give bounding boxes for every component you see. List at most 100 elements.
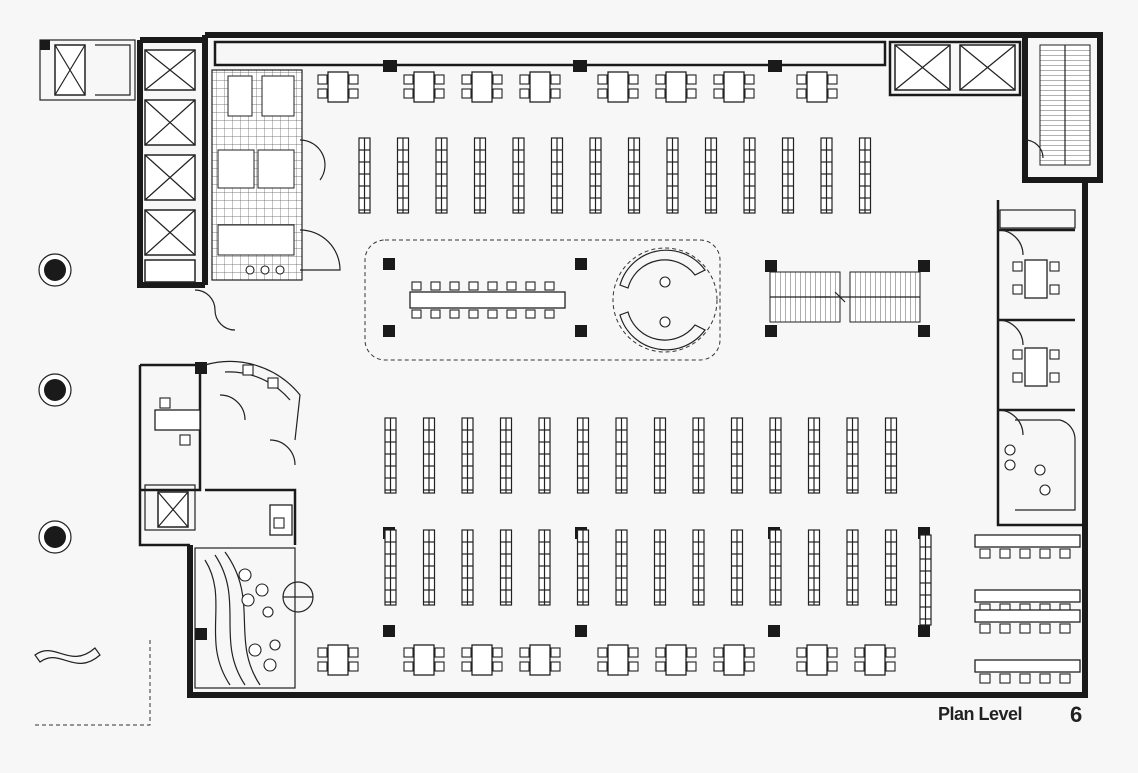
study-chair (487, 281, 498, 291)
study-chair (525, 309, 536, 319)
reading-table (713, 71, 755, 103)
escalators (769, 271, 921, 323)
plan-title: Plan Level (938, 704, 1023, 724)
study-chair (544, 309, 555, 319)
north-reading-tables (317, 71, 838, 103)
book-stack (589, 137, 602, 214)
north-elevator-bank (144, 49, 196, 283)
book-stack (550, 137, 564, 214)
book-stack (653, 529, 667, 606)
west-office-suite (140, 289, 301, 545)
book-stack (576, 417, 590, 494)
east-meeting-rooms (996, 200, 1085, 527)
northeast-stair (894, 44, 1091, 166)
workstation-row (974, 609, 1081, 634)
exterior-walls (137, 32, 1103, 698)
reading-table (655, 71, 697, 103)
book-stack (627, 137, 641, 214)
book-stack (884, 529, 898, 606)
book-stack (919, 534, 932, 626)
book-stacks-south (384, 529, 932, 626)
study-chair (525, 281, 536, 291)
book-stack (704, 137, 718, 214)
book-stacks-middle (384, 417, 898, 494)
reading-table (519, 644, 561, 676)
south-reading-tables (317, 644, 896, 676)
book-stack (781, 137, 795, 214)
reading-table (597, 644, 639, 676)
study-chair (468, 281, 479, 291)
book-stack (807, 417, 821, 494)
reading-table (796, 71, 838, 103)
reading-table (317, 644, 359, 676)
book-stack (846, 417, 859, 494)
study-chair (430, 281, 441, 291)
book-stack (769, 529, 782, 606)
book-stack (473, 137, 487, 214)
plan-caption: Plan Level 6 (938, 702, 1088, 744)
reading-table (854, 644, 896, 676)
book-stack (858, 137, 872, 214)
book-stack (538, 529, 551, 606)
book-stack (769, 417, 782, 494)
study-chair (449, 309, 460, 319)
reading-table (317, 71, 359, 103)
book-stack (358, 137, 371, 214)
book-stack (422, 529, 436, 606)
book-stack (743, 137, 756, 214)
lounge-area (194, 547, 314, 689)
book-stack (807, 529, 821, 606)
workstation-row (974, 534, 1081, 559)
reading-table (597, 71, 639, 103)
book-stack (730, 529, 744, 606)
east-workstations (974, 534, 1081, 684)
study-chair (468, 309, 479, 319)
exterior-stair-top-left (39, 39, 136, 101)
book-stack (461, 417, 474, 494)
book-stack (846, 529, 859, 606)
book-stack (615, 417, 628, 494)
study-chair (487, 309, 498, 319)
book-stack (615, 529, 628, 606)
book-stack (653, 417, 667, 494)
reading-table (655, 644, 697, 676)
study-chair (430, 309, 441, 319)
book-stack (538, 417, 551, 494)
reading-table (713, 644, 755, 676)
exterior-round-columns (34, 253, 151, 726)
book-stack (499, 417, 513, 494)
reading-table (796, 644, 838, 676)
book-stack (692, 529, 705, 606)
study-chair (506, 281, 517, 291)
book-stack (576, 529, 590, 606)
reading-table (403, 71, 445, 103)
book-stack (422, 417, 436, 494)
book-stack (512, 137, 525, 214)
book-stack (461, 529, 474, 606)
book-stack (384, 529, 397, 606)
study-chair (544, 281, 555, 291)
book-stack (692, 417, 705, 494)
book-stack (384, 417, 397, 494)
reading-table (461, 71, 503, 103)
reading-table (461, 644, 503, 676)
reading-table (519, 71, 561, 103)
plan-level-number: 6 (1070, 702, 1083, 727)
study-chair (449, 281, 460, 291)
book-stack (499, 529, 513, 606)
study-chair (506, 309, 517, 319)
book-stack (884, 417, 898, 494)
restroom-core (211, 69, 341, 281)
workstation-row (974, 589, 1081, 614)
book-stack (396, 137, 410, 214)
workstation-row (974, 659, 1081, 684)
book-stacks-north (358, 137, 872, 214)
reading-table (403, 644, 445, 676)
book-stack (730, 417, 744, 494)
study-chair (411, 309, 422, 319)
book-stack (435, 137, 448, 214)
book-stack (820, 137, 833, 214)
book-stack (666, 137, 679, 214)
study-chair (411, 281, 422, 291)
